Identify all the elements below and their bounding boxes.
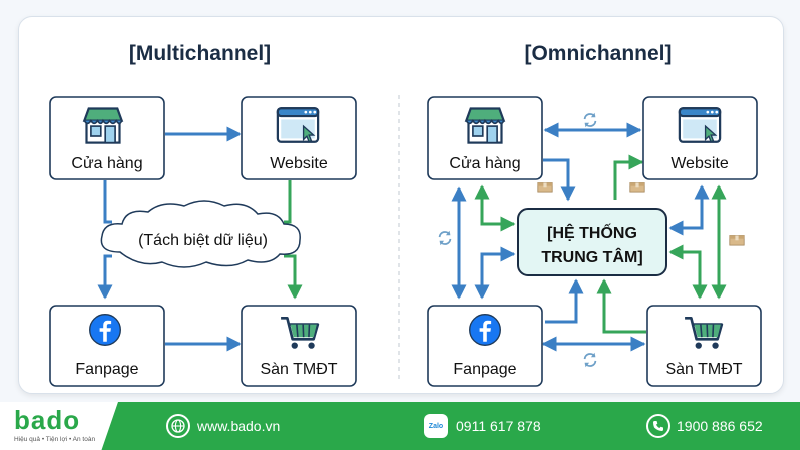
multi-marketplace-label: Sàn TMĐT xyxy=(260,361,337,378)
multi-node-fanpage: Fanpage xyxy=(49,305,165,387)
central-hub: [HỆ THỐNG TRUNG TÂM] xyxy=(517,208,667,276)
facebook-icon xyxy=(89,314,121,346)
footer-zalo[interactable]: Zalo 0911 617 878 xyxy=(424,402,541,450)
multi-website-label: Website xyxy=(270,155,328,172)
globe-icon xyxy=(166,414,190,438)
sync-icon xyxy=(438,229,452,247)
hub-label-line1: [HỆ THỐNG xyxy=(547,222,637,242)
logo-tagline: Hiệu quả • Tiện lợi • An toàn xyxy=(14,436,96,443)
omni-fanpage-label: Fanpage xyxy=(453,361,516,378)
multi-node-store: Cửa hàng xyxy=(49,96,165,180)
data-separation-cloud: (Tách biệt dữ liệu) xyxy=(100,200,301,268)
multi-fanpage-label: Fanpage xyxy=(75,361,138,378)
omni-node-marketplace: Sàn TMĐT xyxy=(646,305,762,387)
store-icon xyxy=(465,107,505,144)
footer-website[interactable]: www.bado.vn xyxy=(166,402,280,450)
multi-node-marketplace: Sàn TMĐT xyxy=(241,305,357,387)
package-icon xyxy=(537,182,553,193)
package-icon xyxy=(729,235,745,246)
hotline-number[interactable]: 1900 886 652 xyxy=(677,418,763,434)
brand-logo[interactable]: bado Hiệu quả • Tiện lợi • An toàn xyxy=(0,402,118,450)
footer-hotline[interactable]: 1900 886 652 xyxy=(646,402,763,450)
multi-node-website: Website xyxy=(241,96,357,180)
logo-wordmark: bado xyxy=(14,405,81,435)
channel-diagram: [Multichannel] [Omnichannel] Cửa hàng We… xyxy=(49,42,762,387)
omni-node-fanpage: Fanpage xyxy=(427,305,543,387)
facebook-icon xyxy=(469,314,501,346)
phone-icon xyxy=(646,414,670,438)
browser-icon xyxy=(678,107,722,143)
multi-flow-arrows xyxy=(97,126,303,352)
sync-icon xyxy=(583,351,597,369)
omni-flow-arrows xyxy=(451,122,727,352)
separation-label: (Tách biệt dữ liệu) xyxy=(138,232,268,249)
website-link[interactable]: www.bado.vn xyxy=(197,418,281,434)
sync-icon xyxy=(583,111,597,129)
omni-store-label: Cửa hàng xyxy=(449,155,520,172)
store-icon xyxy=(83,107,123,144)
omni-marketplace-label: Sàn TMĐT xyxy=(665,361,742,378)
package-icon xyxy=(629,182,645,193)
zalo-phone[interactable]: 0911 617 878 xyxy=(456,418,541,434)
multichannel-title: [Multichannel] xyxy=(129,42,271,65)
browser-icon xyxy=(276,107,320,143)
zalo-icon: Zalo xyxy=(424,414,448,438)
omnichannel-title: [Omnichannel] xyxy=(524,42,671,65)
omni-website-label: Website xyxy=(671,155,729,172)
footer-bar: bado Hiệu quả • Tiện lợi • An toàn www.b… xyxy=(0,402,800,450)
hub-label-line2: TRUNG TÂM] xyxy=(541,247,642,266)
multi-store-label: Cửa hàng xyxy=(71,155,142,172)
omni-node-website: Website xyxy=(642,96,758,180)
omni-node-store: Cửa hàng xyxy=(427,96,543,180)
